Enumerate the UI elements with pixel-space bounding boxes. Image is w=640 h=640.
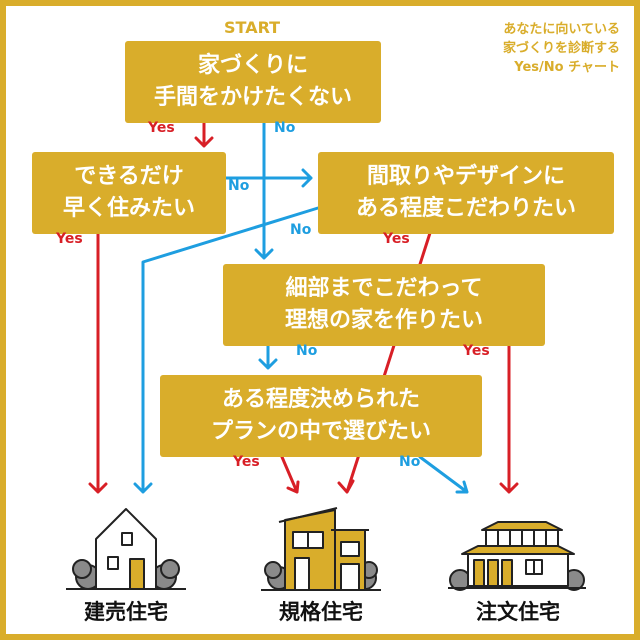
arrow-q5-yes [280,455,300,494]
house-ready-built-icon [66,508,186,590]
result-ready-built-house: 建売住宅 [84,600,168,624]
question-1-line-1: 家づくりに [197,53,308,78]
arrow-q4-no [258,344,278,370]
note-line-1: あなたに向いている [503,22,620,37]
no-label-q4: No [296,343,318,359]
yes-label-q2: Yes [56,231,83,247]
no-label-q3: No [290,222,312,238]
result-custom-built-house: 注文住宅 [476,600,560,624]
yes-label-q1: Yes [148,120,175,136]
question-box-4: 細部までこだわって 理想の家を作りたい [223,264,545,346]
yes-label-q4: Yes [463,343,490,359]
question-box-3: 間取りやデザインに ある程度こだわりたい [318,152,614,234]
chart-description: あなたに向いている 家づくりを診断する Yes/No チャート [503,20,620,77]
no-label-q5: No [399,454,421,470]
question-box-2: できるだけ 早く住みたい [32,152,226,234]
house-standard-plan-icon [261,507,381,591]
arrow-q2-yes [88,232,108,494]
question-5-line-2: プランの中で選びたい [210,419,431,444]
result-standard-plan-house: 規格住宅 [279,600,363,624]
question-1-line-2: 手間をかけたくない [153,85,352,110]
question-2-line-1: できるだけ [74,164,184,189]
start-label: START [224,18,281,37]
house-custom-built-icon [448,521,586,591]
no-label-q1: No [274,120,296,136]
arrow-q2-no [219,168,313,188]
question-4-line-2: 理想の家を作りたい [284,308,483,333]
note-line-2: 家づくりを診断する [502,41,620,56]
yes-label-q3: Yes [383,231,410,247]
chart-frame: START あなたに向いている 家づくりを診断する Yes/No チャート 家づ… [6,6,634,634]
question-2-line-2: 早く住みたい [62,196,195,221]
question-3-line-1: 間取りやデザインに [366,164,565,189]
question-5-line-1: ある程度決められた [221,387,420,412]
note-line-3: Yes/No チャート [514,60,620,75]
question-box-1: 家づくりに 手間をかけたくない [125,41,381,123]
arrow-q4-yes [499,344,519,494]
question-4-line-1: 細部までこだわって [285,276,483,301]
question-box-5: ある程度決められた プランの中で選びたい [160,375,482,457]
arrow-q1-yes [194,121,214,148]
no-label-q2: No [228,178,250,194]
yes-label-q5: Yes [233,454,260,470]
arrow-q5-no [418,455,469,494]
arrow-q3-no [133,206,320,494]
arrow-q1-no [254,121,274,260]
question-3-line-2: ある程度こだわりたい [355,196,576,221]
